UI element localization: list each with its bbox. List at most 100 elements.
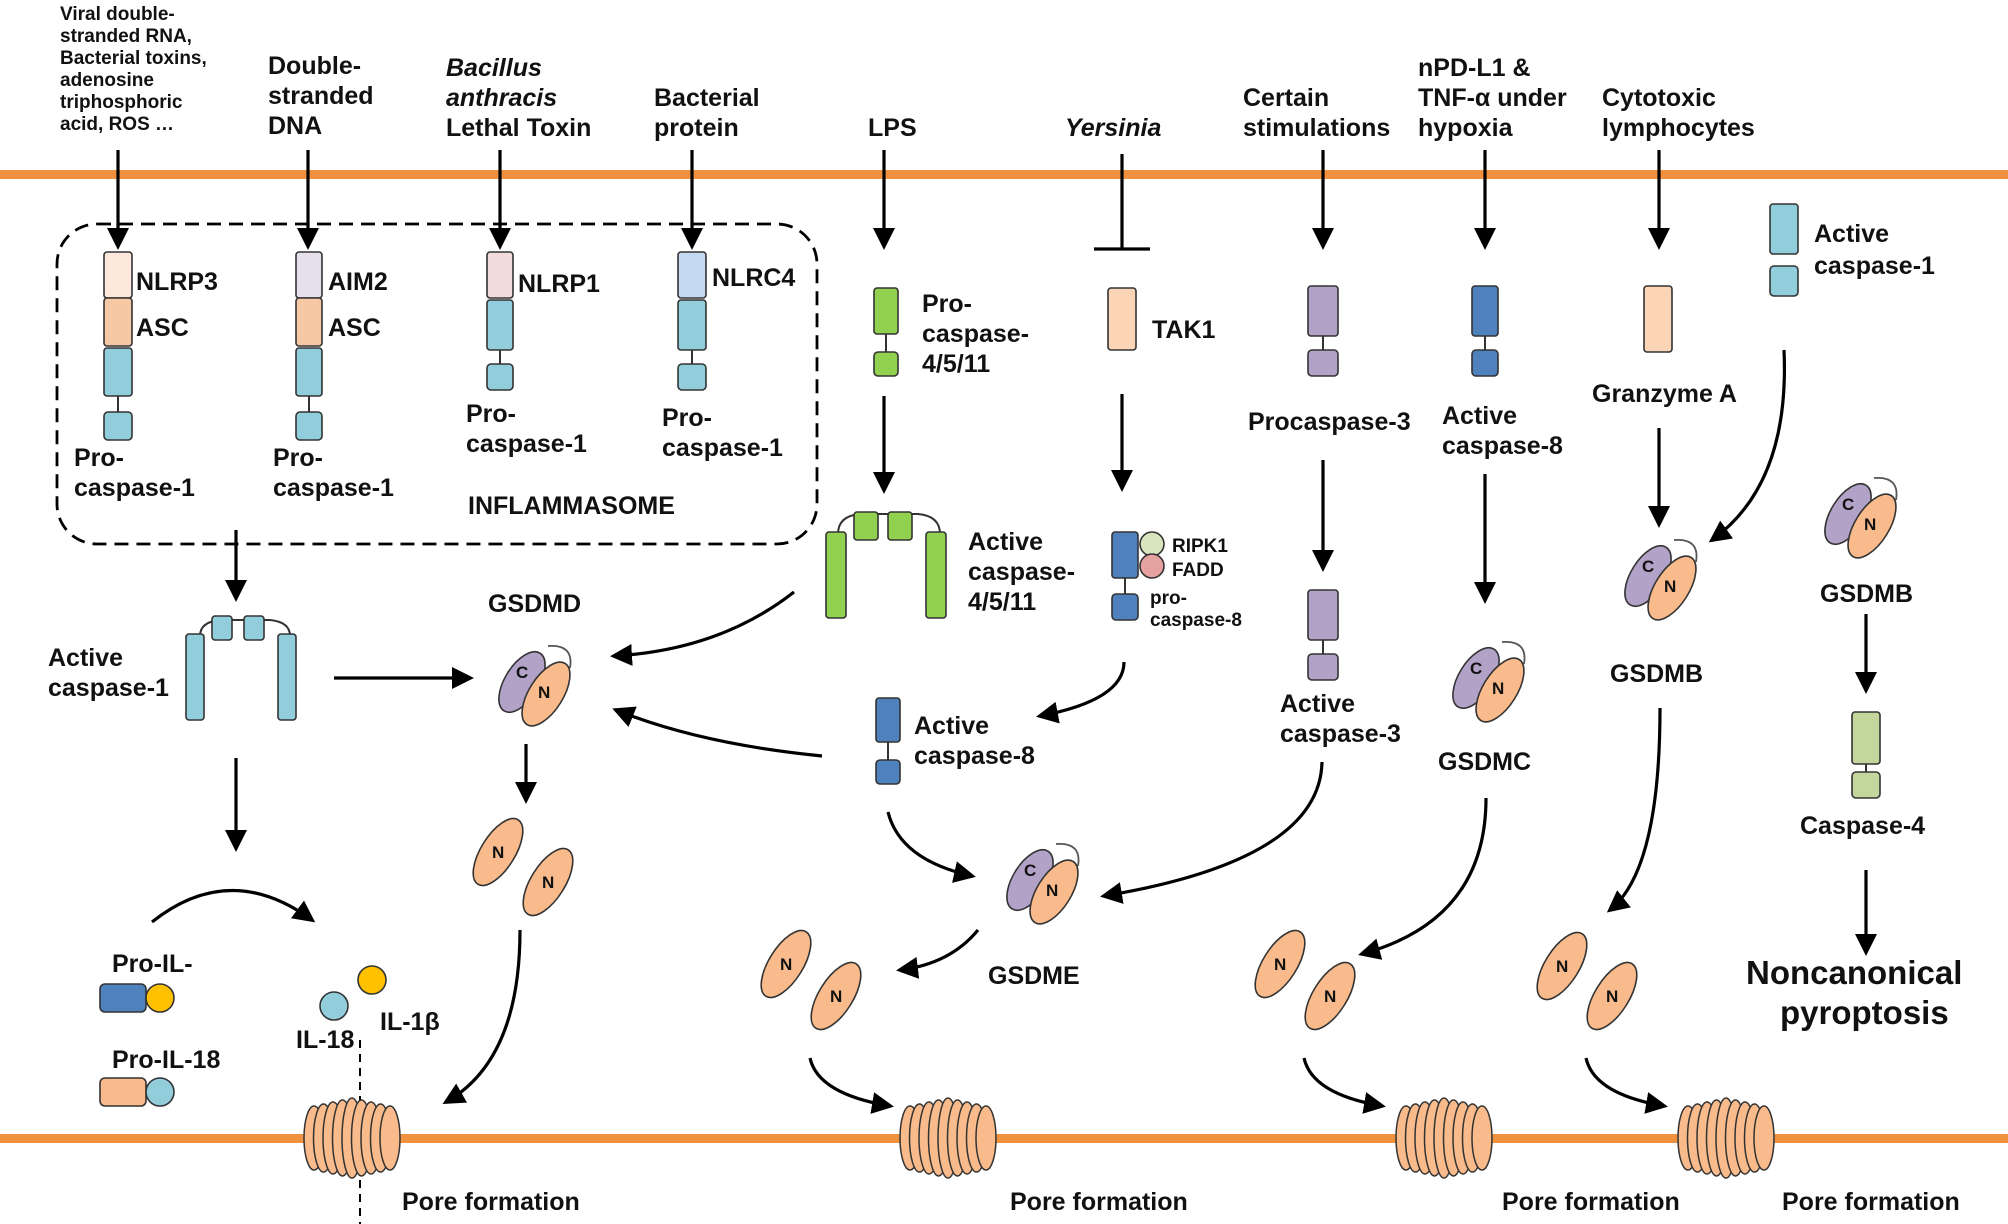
gsdmc-full: C N [1452, 641, 1526, 723]
svg-text:Granzyme A: Granzyme A [1592, 380, 1737, 408]
caspase-4: Caspase-4 [1800, 711, 1925, 840]
svg-text:Active: Active [1280, 690, 1355, 718]
stimulus-npdl1-tnf: nPD-L1 & TNF-α under hypoxia [1418, 54, 1567, 142]
svg-text:Active: Active [1814, 220, 1889, 248]
svg-text:NLRP3: NLRP3 [136, 268, 218, 296]
ripk1-fadd-complex: RIPK1 FADD pro- caspase-8 [1111, 531, 1242, 631]
noncanonical-pyroptosis: Noncanonical pyroptosis [1746, 954, 1962, 1031]
aim2-complex: AIM2 ASC Pro- caspase-1 [273, 251, 394, 502]
svg-text:Lethal Toxin: Lethal Toxin [446, 114, 591, 142]
gsdmb-label-right: GSDMB [1820, 580, 1913, 608]
arrow-gsdmb-to-pore [1584, 1057, 1668, 1114]
gsdmc-label: GSDMC [1438, 748, 1531, 776]
stimulus-double-stranded-dna: Double- stranded DNA [268, 52, 374, 140]
arrow-ripk1-to-caspase8 [1036, 661, 1126, 724]
arrow-caspase8-to-gsdme [886, 811, 976, 883]
yersinia-inhibition [1094, 154, 1150, 251]
svg-text:stranded: stranded [268, 82, 374, 110]
gsdme-n-fragments: N N [760, 929, 862, 1031]
svg-text:protein: protein [654, 114, 739, 142]
svg-text:N: N [1046, 881, 1058, 900]
svg-text:caspase-1: caspase-1 [466, 430, 587, 458]
svg-text:NLRC4: NLRC4 [712, 264, 795, 292]
svg-text:caspase-1: caspase-1 [1814, 252, 1935, 280]
svg-text:Noncanonical: Noncanonical [1746, 954, 1962, 991]
pore-2 [899, 1097, 997, 1179]
arrow-caspase3-to-gsdme [1100, 761, 1324, 904]
svg-text:caspase-8: caspase-8 [914, 742, 1035, 770]
svg-text:Caspase-4: Caspase-4 [1800, 812, 1925, 840]
nlrc4-complex: NLRC4 Pro- caspase-1 [662, 251, 795, 462]
svg-text:N: N [1864, 515, 1876, 534]
active-caspase-1-right: Active caspase-1 [1769, 203, 1935, 297]
pore-3 [1395, 1097, 1493, 1179]
granzyme-a: Granzyme A [1592, 285, 1737, 408]
stimulus-viral-rna: Viral double- stranded RNA, Bacterial to… [60, 4, 207, 135]
pore-4 [1677, 1097, 1775, 1179]
arrow-gsdmd-to-pore [442, 929, 522, 1104]
il-section: Pro-IL- Pro-IL-18 IL-18 IL-1β [99, 888, 440, 1224]
svg-text:ASC: ASC [136, 314, 189, 342]
svg-text:IL-1β: IL-1β [380, 1008, 440, 1036]
svg-text:DNA: DNA [268, 112, 322, 140]
svg-text:N: N [1606, 987, 1618, 1006]
svg-text:Bacterial: Bacterial [654, 84, 760, 112]
svg-text:Pro-: Pro- [74, 444, 124, 472]
active-caspase-8-middle: Active caspase-8 [875, 697, 1035, 785]
pore-formation-label-2: Pore formation [1010, 1188, 1188, 1216]
svg-text:C: C [1642, 557, 1654, 576]
arrow-gsdmb-cleave [1606, 707, 1662, 913]
arrow-gsdme-cleave [896, 928, 980, 979]
stimulus-lps: LPS [868, 114, 917, 142]
svg-text:C: C [1024, 861, 1036, 880]
svg-text:N: N [492, 843, 504, 862]
pore-formation-label-1: Pore formation [402, 1188, 580, 1216]
svg-text:Pro-: Pro- [662, 404, 712, 432]
gsdmd-full: C N [498, 645, 572, 727]
svg-text:Cytotoxic: Cytotoxic [1602, 84, 1716, 112]
svg-text:IL-18: IL-18 [296, 1026, 354, 1054]
svg-text:acid, ROS …: acid, ROS … [60, 114, 174, 135]
svg-text:Active: Active [914, 712, 989, 740]
inflammasome-label: INFLAMMASOME [468, 492, 675, 520]
inflammasome-box [55, 222, 819, 546]
pore-formation-label-3: Pore formation [1502, 1188, 1680, 1216]
tak1: TAK1 [1107, 287, 1216, 351]
arrow-caspase8-to-gsdmd [612, 706, 823, 758]
gsdmb-n-fragments: N N [1536, 931, 1638, 1031]
svg-text:triphosphoric: triphosphoric [60, 92, 183, 113]
svg-text:N: N [1664, 577, 1676, 596]
stimulus-cytotoxic-lymphocytes: Cytotoxic lymphocytes [1602, 84, 1755, 142]
gsdme-label: GSDME [988, 962, 1080, 990]
svg-text:caspase-3: caspase-3 [1280, 720, 1401, 748]
stimulus-bacillus-anthracis: Bacillus anthracis Lethal Toxin [446, 54, 591, 142]
svg-text:ASC: ASC [328, 314, 381, 342]
svg-text:AIM2: AIM2 [328, 268, 388, 296]
svg-text:TAK1: TAK1 [1152, 316, 1216, 344]
svg-text:Active: Active [968, 528, 1043, 556]
stimulus-certain-stimulations: Certain stimulations [1243, 84, 1390, 142]
gsdme-full: C N [1006, 843, 1080, 925]
pro-caspase-4511: Pro- caspase- 4/5/11 [873, 287, 1029, 378]
svg-text:Pro-: Pro- [466, 400, 516, 428]
active-caspase-1-left: Active caspase-1 [48, 615, 297, 721]
svg-text:caspase-1: caspase-1 [48, 674, 169, 702]
gsdmd-n-fragments: N N [472, 817, 574, 917]
svg-text:hypoxia: hypoxia [1418, 114, 1514, 142]
svg-text:Pro-IL-: Pro-IL- [112, 950, 193, 978]
svg-text:anthracis: anthracis [446, 84, 557, 112]
svg-text:N: N [830, 987, 842, 1006]
bottom-membrane [0, 1134, 2008, 1143]
svg-text:Pro-: Pro- [273, 444, 323, 472]
arrow-gsdmc-cleave [1358, 797, 1488, 960]
svg-text:C: C [1842, 495, 1854, 514]
svg-text:caspase-: caspase- [968, 558, 1075, 586]
active-caspase-8-right: Active caspase-8 [1442, 285, 1563, 460]
pore-1 [303, 1097, 401, 1179]
svg-text:N: N [538, 683, 550, 702]
top-membrane [0, 170, 2008, 179]
active-caspase-4511: Active caspase- 4/5/11 [825, 511, 1075, 619]
gsdmb-label-left: GSDMB [1610, 660, 1703, 688]
svg-text:N: N [1556, 957, 1568, 976]
svg-text:stimulations: stimulations [1243, 114, 1390, 142]
